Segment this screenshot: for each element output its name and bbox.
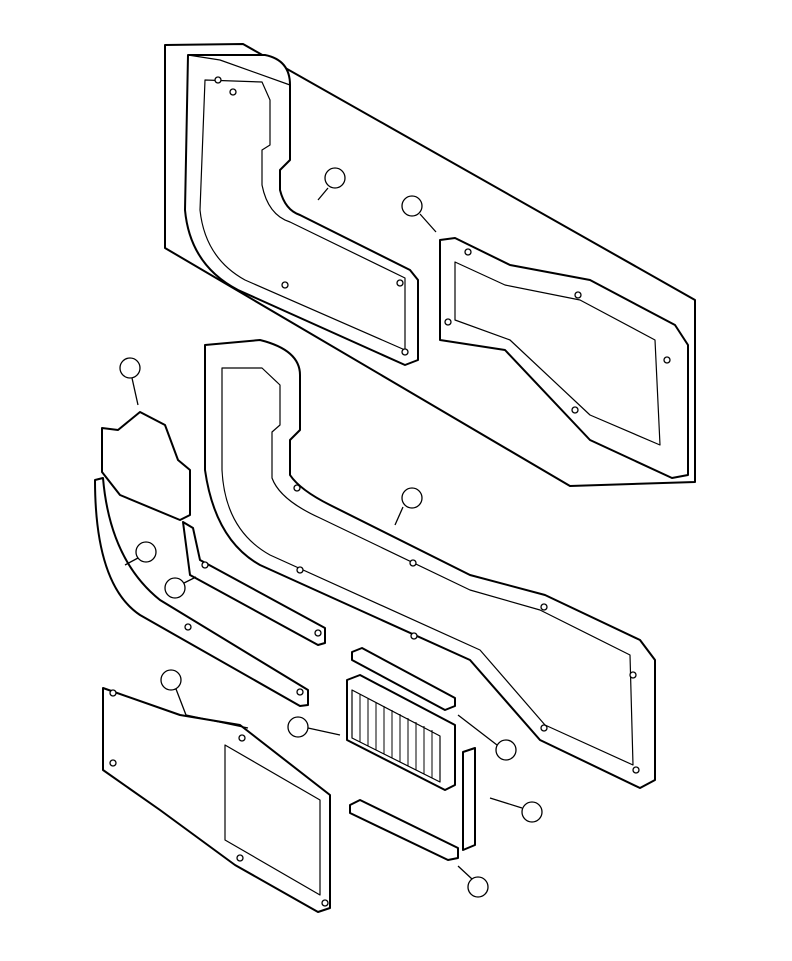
- callout-8: [287, 716, 341, 738]
- cover-plate: [101, 411, 191, 521]
- callout-3: [119, 357, 141, 406]
- upper-right-duct: [439, 237, 689, 479]
- callout-4: [394, 487, 423, 526]
- lower-duct: [204, 339, 656, 789]
- filter-element: [346, 674, 456, 791]
- callout-6: [164, 576, 197, 599]
- callouts: [119, 167, 543, 898]
- callout-1: [317, 167, 346, 201]
- upper-left-duct: [184, 54, 419, 366]
- mounting-panel: [164, 43, 696, 487]
- callout-2: [401, 195, 437, 233]
- top-seal: [351, 647, 456, 711]
- curved-gasket: [94, 477, 309, 707]
- callout-7: [160, 669, 249, 729]
- callout-5: [124, 541, 157, 566]
- bottom-seal: [349, 799, 459, 861]
- callout-10: [489, 797, 543, 823]
- callout-9: [457, 714, 517, 761]
- side-seal: [462, 747, 476, 851]
- straight-gasket: [182, 521, 326, 646]
- callout-11: [457, 865, 489, 898]
